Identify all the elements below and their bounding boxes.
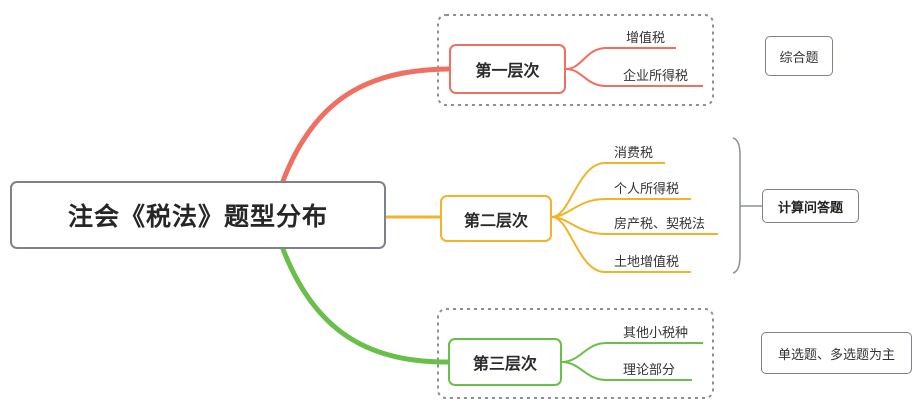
tier3-item-theory: 理论部分 xyxy=(623,363,676,378)
branch-root-tier1 xyxy=(280,66,452,184)
connector-tier3-item2 xyxy=(561,361,692,381)
tier1-item-cit: 企业所得税 xyxy=(623,69,689,84)
connector-tier1-item2 xyxy=(565,68,703,87)
note-comprehensive: 综合题 xyxy=(765,36,833,76)
note-calculation: 计算问答题 xyxy=(762,189,859,223)
connector-tier2-item2 xyxy=(551,198,691,218)
tier2-item-property-deed-tax: 房产税、契税法 xyxy=(614,217,706,232)
bracket-tier2 xyxy=(732,137,741,274)
tier1-node: 第一层次 xyxy=(449,44,566,94)
connector-tier2-item1 xyxy=(551,162,665,218)
tier2-item-iit: 个人所得税 xyxy=(614,182,680,197)
tier1-item-vat: 增值税 xyxy=(626,31,666,46)
connector-tier3-item1 xyxy=(561,342,703,363)
connector-tier2-item4 xyxy=(551,216,691,273)
root-node: 注会《税法》题型分布 xyxy=(10,181,386,249)
branch-root-tier3 xyxy=(280,246,451,365)
connector-tier1-item1 xyxy=(565,47,676,70)
group-box-tier1 xyxy=(437,14,714,106)
tier3-node: 第三层次 xyxy=(448,338,562,386)
note-choice-questions: 单选题、多选题为主 xyxy=(761,332,912,374)
tier2-node: 第二层次 xyxy=(440,195,552,242)
tier2-item-consumption-tax: 消费税 xyxy=(614,146,654,161)
tier3-item-other-taxes: 其他小税种 xyxy=(623,326,689,341)
tier2-item-land-vat: 土地增值税 xyxy=(614,255,680,270)
